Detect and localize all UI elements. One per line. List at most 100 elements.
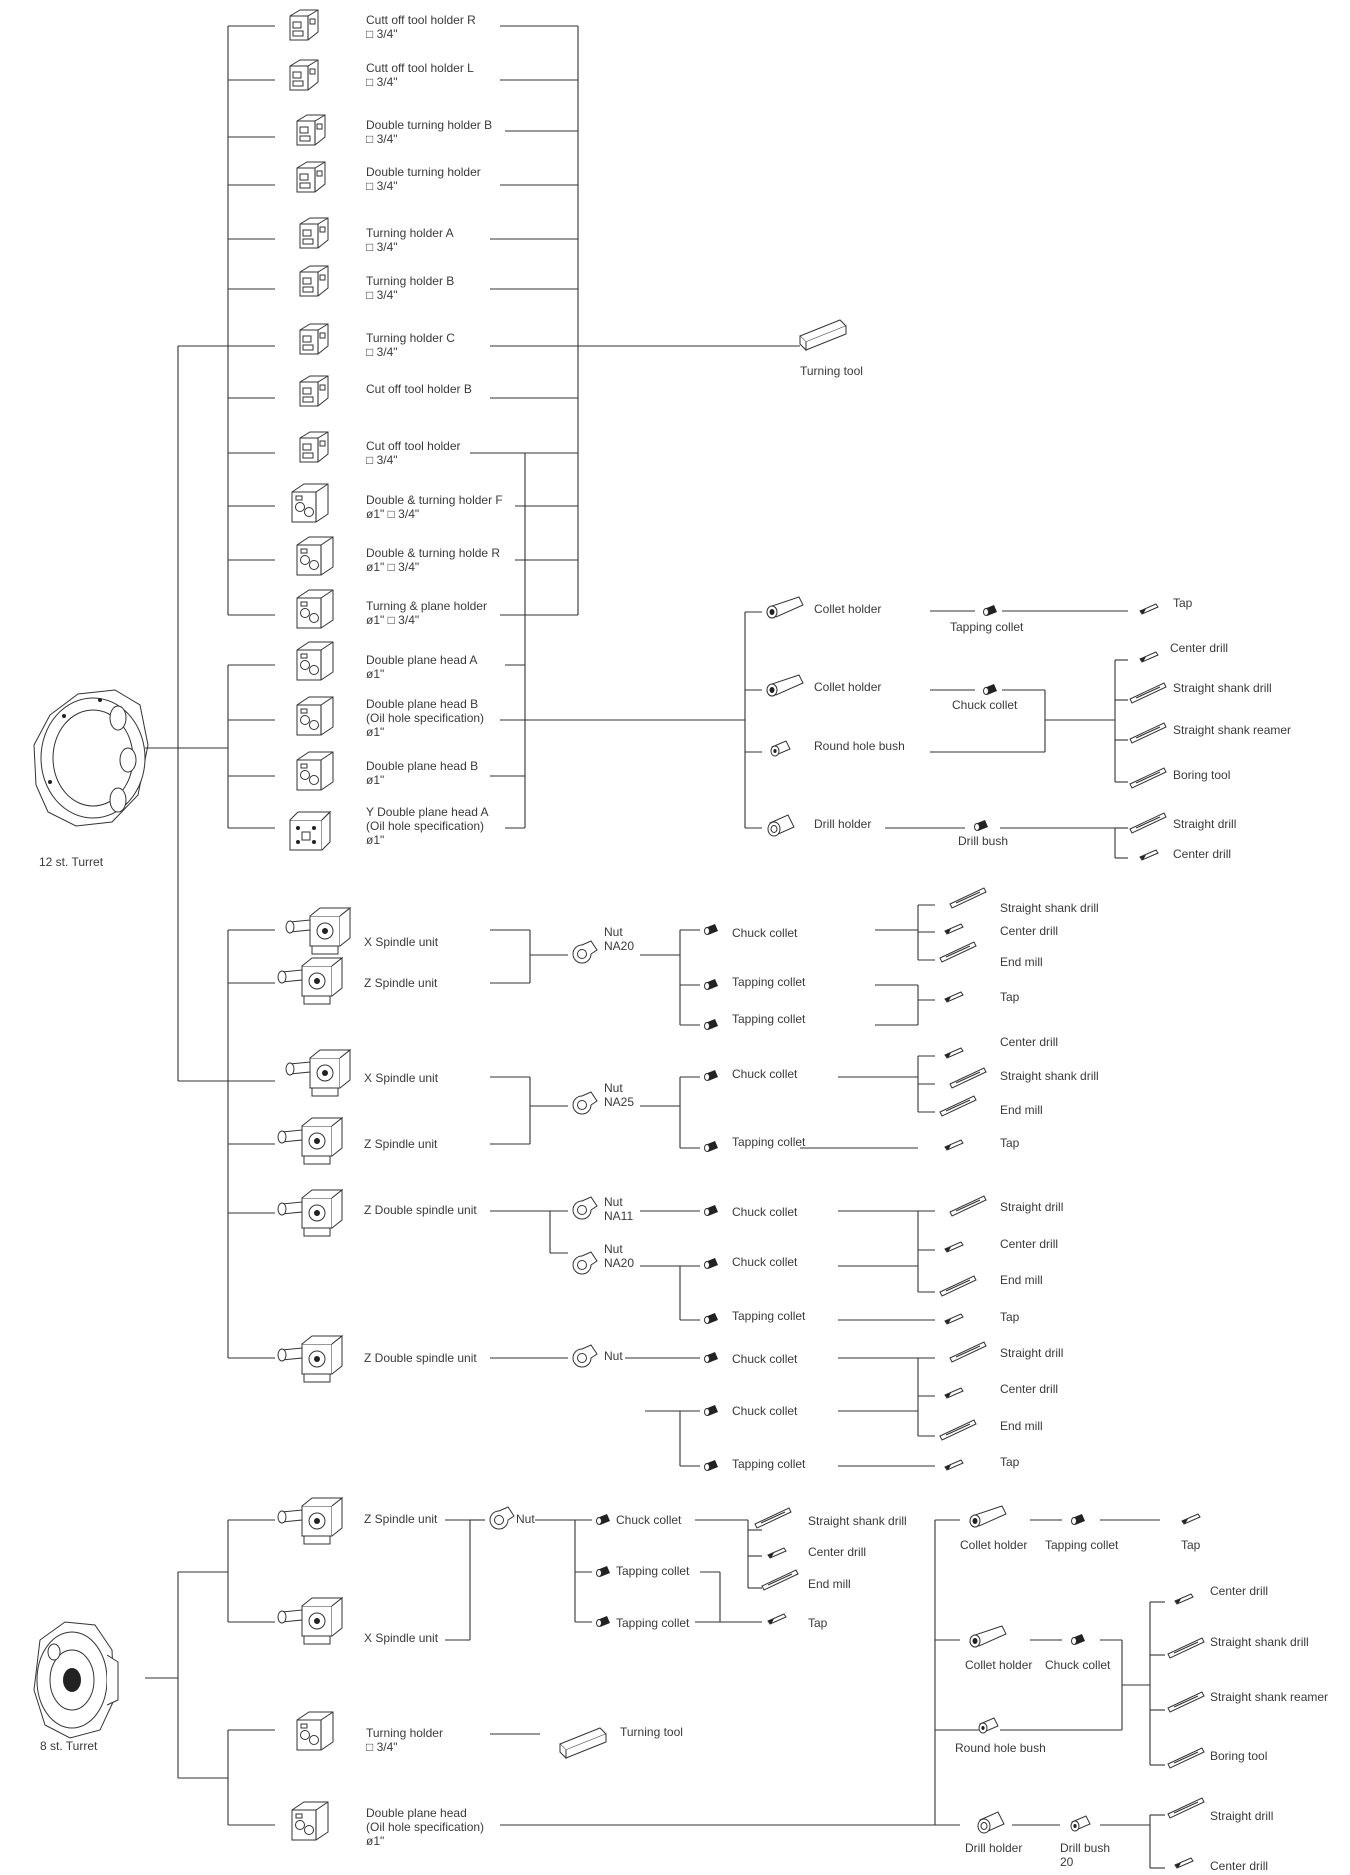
center-drill-icon xyxy=(1139,651,1159,663)
double-plane-head-spec: (Oil hole specification) xyxy=(366,1820,484,1834)
straight-drill-label: Straight drill xyxy=(1173,817,1236,831)
tapping-collet-icon xyxy=(704,1459,719,1472)
cutt-off-holder-l-icon xyxy=(289,59,319,91)
ssd-label: Straight shank drill xyxy=(808,1514,907,1528)
straight-drill-icon xyxy=(949,1341,987,1363)
turret-8-group: 8 st. Turret xyxy=(33,1621,119,1753)
tapping-collet-label: Tapping collet xyxy=(732,975,806,989)
chuck-collet-icon xyxy=(704,1069,719,1082)
holder-spec: □ 3/4" xyxy=(366,288,398,302)
holder-spec: □ 3/4" xyxy=(366,179,398,193)
turret-12-group: 12 st. Turret xyxy=(33,689,149,869)
chuck-collet-label: Chuck collet xyxy=(732,1404,798,1418)
tapping-collet-icon xyxy=(704,1140,719,1153)
holder-label: Double plane head B xyxy=(366,697,478,711)
sd-label: Straight drill xyxy=(1000,1200,1063,1214)
round-hole-bush-label: Round hole bush xyxy=(955,1741,1046,1755)
straight-drill-icon xyxy=(1129,812,1167,834)
nut-na11-icon xyxy=(572,1196,598,1220)
chuck-collet-label: Chuck collet xyxy=(616,1513,682,1527)
tapping-collet-icon xyxy=(704,1312,719,1325)
tapping-collet-label: Tapping collet xyxy=(732,1135,806,1149)
cd-label: Center drill xyxy=(1000,924,1058,938)
cd-label: Center drill xyxy=(1000,1237,1058,1251)
chuck-collet-label: Chuck collet xyxy=(732,1352,798,1366)
z-double-spindle-unit-icon xyxy=(277,1335,343,1383)
holder-label: Cutt off tool holder R xyxy=(366,13,476,27)
em-label: End mill xyxy=(808,1577,851,1591)
tap-label: Tap xyxy=(1000,1455,1020,1469)
tap-icon xyxy=(944,1139,964,1151)
turning-tool-icon xyxy=(559,1727,607,1759)
boring-tool-label: Boring tool xyxy=(1173,768,1230,782)
tapping-collet-icon xyxy=(983,604,998,617)
center-drill-icon xyxy=(1139,849,1159,861)
tapping-collet-label: Tapping collet xyxy=(950,620,1024,634)
chuck-collet-label: Chuck collet xyxy=(732,1067,798,1081)
tap-label: Tap xyxy=(1173,596,1193,610)
cd-label: Center drill xyxy=(808,1545,866,1559)
turning-tool-label: Turning tool xyxy=(620,1725,683,1739)
center-drill-icon xyxy=(944,1047,964,1059)
nut-spec: NA20 xyxy=(604,939,634,953)
tap-icon xyxy=(1139,603,1159,615)
straight-shank-drill-icon xyxy=(1167,1637,1205,1659)
holder-spec: □ 3/4" xyxy=(366,132,398,146)
nut-label: Nut xyxy=(604,925,623,939)
holder-label: Double turning holder xyxy=(366,165,481,179)
turning-plane-holder-icon xyxy=(296,589,334,629)
holder-label: Turning & plane holder xyxy=(366,599,487,613)
holder-label: Cut off tool holder xyxy=(366,439,461,453)
round-hole-bush-icon xyxy=(770,740,791,757)
round-hole-bush-label: Round hole bush xyxy=(814,739,905,753)
sd-label: Straight drill xyxy=(1210,1809,1273,1823)
cut-off-holder-icon xyxy=(299,431,329,463)
collet-holder-icon xyxy=(969,1625,1007,1648)
tapping-collet-label: Tapping collet xyxy=(616,1616,690,1630)
double-turning-holder-f-icon xyxy=(291,483,329,523)
em-label: End mill xyxy=(1000,1103,1043,1117)
sd-label: Straight drill xyxy=(1000,1346,1063,1360)
drill-holder-icon xyxy=(977,1811,1005,1834)
boring-tool-icon xyxy=(1167,1747,1205,1769)
nut-na20-icon xyxy=(572,1251,598,1275)
end-mill-icon xyxy=(939,1275,977,1297)
holder-spec: ø1" □ 3/4" xyxy=(366,613,419,627)
tapping-collet-label: Tapping collet xyxy=(732,1012,806,1026)
spindle-group: X Spindle unit Z Spindle unit Nut NA20 C… xyxy=(228,887,1099,1472)
holder-spec: (Oil hole specification) xyxy=(366,711,484,725)
cd-label: Center drill xyxy=(1000,1035,1058,1049)
tapping-collet-icon xyxy=(704,1018,719,1031)
straight-shank-reamer-label: Straight shank reamer xyxy=(1173,723,1291,737)
turning-holder-b-icon xyxy=(299,265,329,297)
holder-spec-2: ø1" xyxy=(366,725,384,739)
z-spindle-label: Z Spindle unit xyxy=(364,1137,438,1151)
straight-shank-drill-icon xyxy=(949,887,987,909)
turret-8-bore-group: Collet holder Tapping collet Tap Collet … xyxy=(935,1505,1328,1873)
end-mill-icon xyxy=(939,1419,977,1441)
collet-holder-icon xyxy=(969,1505,1007,1528)
tapping-collet-icon xyxy=(704,978,719,991)
center-drill-icon xyxy=(944,923,964,935)
boring-tool-icon xyxy=(1129,767,1167,789)
center-drill-label: Center drill xyxy=(1173,847,1231,861)
holder-spec-2: ø1" xyxy=(366,833,384,847)
x-spindle-unit-icon xyxy=(285,1049,351,1097)
turning-holder-c-icon xyxy=(299,323,329,355)
double-turning-holder-b-icon xyxy=(296,114,326,146)
cut-off-holder-b-icon xyxy=(299,375,329,407)
cd-label: Center drill xyxy=(1210,1584,1268,1598)
chuck-collet-icon xyxy=(596,1513,611,1526)
straight-shank-drill-icon xyxy=(949,1067,987,1089)
holder-label: Turning holder C xyxy=(366,331,455,345)
tap-label: Tap xyxy=(1181,1538,1201,1552)
holder-spec: □ 3/4" xyxy=(366,345,398,359)
straight-shank-drill-label: Straight shank drill xyxy=(1173,681,1272,695)
collet-holder-icon xyxy=(766,596,804,619)
z-spindle-label: Z Spindle unit xyxy=(364,976,438,990)
collet-holder-icon xyxy=(766,674,804,697)
chuck-collet-label: Chuck collet xyxy=(732,926,798,940)
z-double-spindle-label: Z Double spindle unit xyxy=(364,1203,477,1217)
turning-holder-spec: □ 3/4" xyxy=(366,1740,398,1754)
drill-holder-label: Drill holder xyxy=(965,1841,1022,1855)
